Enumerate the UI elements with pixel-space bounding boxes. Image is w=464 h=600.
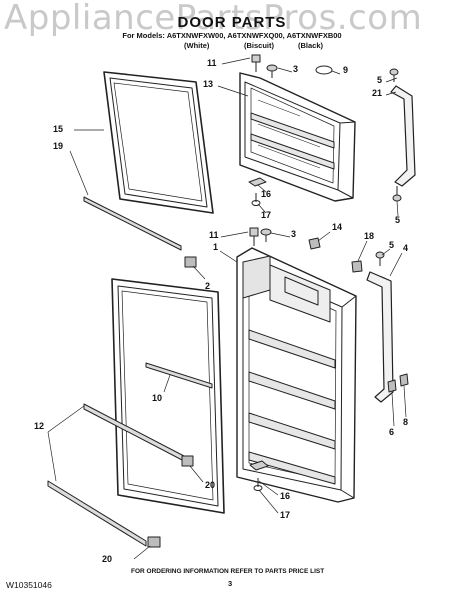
end-cap-2: [184, 256, 197, 268]
fresh-food-rail: [145, 362, 213, 389]
callout-5-freezer: 5: [395, 215, 401, 225]
document-number: W10351046: [6, 580, 52, 590]
plug-18: [351, 260, 363, 273]
callout-3-upper: 3: [293, 64, 299, 74]
models-line: For Models: A6TXNWFXW00, A6TXNWFXQ00, A6…: [122, 31, 342, 40]
watermark: AppliancePartsPros.com: [4, 0, 423, 38]
callout-2: 2: [205, 281, 211, 291]
screw-3-upper: [266, 64, 278, 78]
stop-16-upper: [248, 177, 267, 206]
callout-17-lower: 17: [280, 510, 291, 520]
page-number: 3: [228, 579, 233, 588]
callout-13: 13: [203, 79, 214, 89]
callout-5-upper: 5: [377, 75, 383, 85]
fresh-food-door-gasket: [111, 278, 225, 514]
freezer-door: [239, 72, 356, 202]
hinge-pin-upper: [251, 54, 261, 72]
callout-19: 19: [53, 141, 64, 151]
variant-white: (White): [184, 41, 210, 50]
screw-5-upper: [389, 68, 399, 82]
callout-18: 18: [364, 231, 375, 241]
lower-rail-upper: [83, 403, 185, 462]
callout-12: 12: [34, 421, 45, 431]
fresh-food-handle: [366, 271, 394, 403]
fresh-food-door: [236, 247, 357, 503]
callout-5-fresh: 5: [389, 240, 395, 250]
variant-black: (Black): [298, 41, 324, 50]
end-cap-20-lower: [147, 536, 161, 548]
callout-10: 10: [152, 393, 163, 403]
ordering-info: FOR ORDERING INFORMATION REFER TO PARTS …: [131, 568, 325, 575]
callout-20-upper: 20: [205, 480, 216, 490]
leader-lines: [47, 57, 407, 560]
callout-1: 1: [213, 242, 219, 252]
callout-4: 4: [403, 243, 409, 253]
screw-5-fresh: [375, 251, 385, 266]
page-title: DOOR PARTS: [177, 14, 287, 31]
handle-cap-8: [399, 373, 409, 387]
hinge-pin-lower: [249, 227, 259, 246]
freezer-door-rail: [83, 196, 182, 251]
stop-16-lower: [249, 460, 269, 491]
callout-8: 8: [403, 417, 409, 427]
callout-21: 21: [372, 88, 383, 98]
callout-16-lower: 16: [280, 491, 291, 501]
freezer-handle: [390, 85, 416, 187]
freezer-door-gasket: [103, 71, 214, 214]
callout-3-lower: 3: [291, 229, 297, 239]
washer-9: [315, 65, 333, 75]
callout-11-lower: 11: [209, 230, 219, 240]
cover-14: [308, 237, 321, 250]
callout-16-upper: 16: [261, 189, 272, 199]
callout-6: 6: [389, 427, 395, 437]
callout-15: 15: [53, 124, 64, 134]
callout-14: 14: [332, 222, 343, 232]
screw-3-lower: [260, 228, 272, 242]
callout-20-lower: 20: [102, 554, 113, 564]
callout-11-upper: 11: [207, 58, 217, 68]
variant-biscuit: (Biscuit): [244, 41, 274, 50]
screw-5-lower-freezer: [392, 186, 402, 202]
lower-rail-lower: [47, 480, 147, 547]
callout-17-upper: 17: [261, 210, 272, 220]
end-cap-20-upper: [181, 455, 194, 467]
handle-cap-6: [387, 379, 397, 393]
callout-9: 9: [343, 65, 349, 75]
